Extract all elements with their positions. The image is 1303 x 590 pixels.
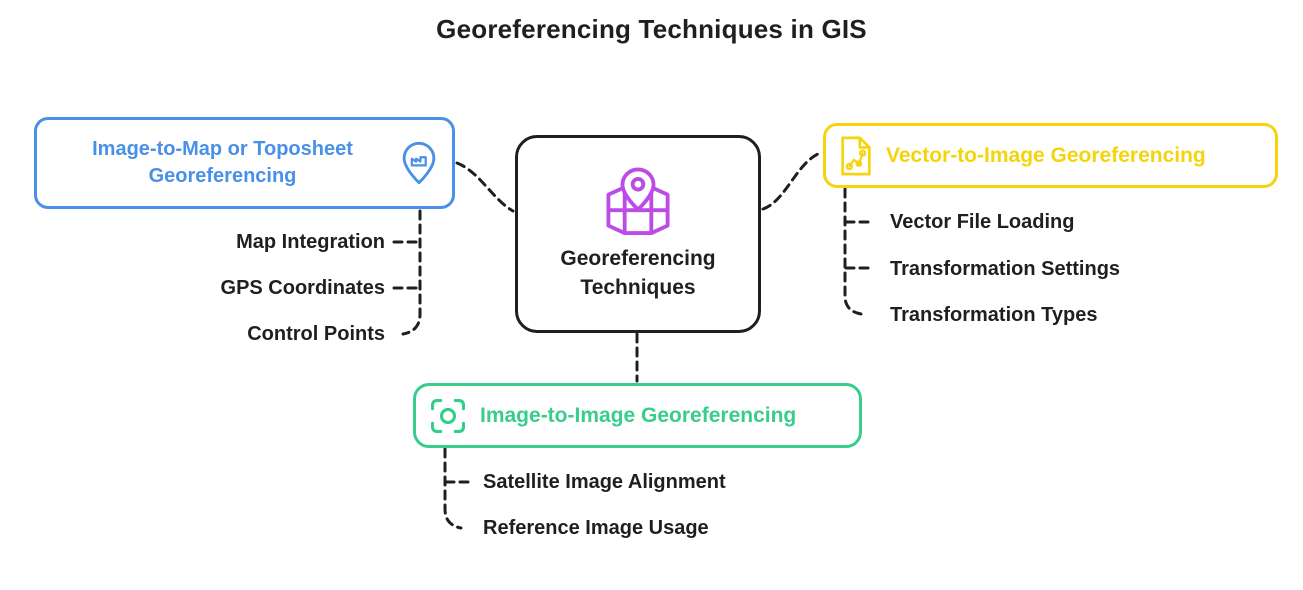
map-with-pin-icon: [601, 165, 675, 239]
connector-left-to-center: [455, 161, 515, 213]
center-node: Georeferencing Techniques: [515, 135, 761, 333]
diagram-title: Georeferencing Techniques in GIS: [436, 14, 867, 44]
child-control-points: Control Points: [247, 323, 385, 345]
branch-node-label: Image-to-Image Georeferencing: [480, 403, 797, 427]
connector-left-rail: [401, 209, 422, 336]
focus-frame-icon: [428, 396, 468, 436]
child-vector-file-loading: Vector File Loading: [890, 211, 1075, 233]
branch-node-image-to-map: Image-to-Map or Toposheet Georeferencing: [34, 117, 455, 209]
child-gps-coordinates: GPS Coordinates: [220, 277, 385, 299]
child-satellite-image-alignment: Satellite Image Alignment: [483, 471, 726, 493]
child-reference-image-usage: Reference Image Usage: [483, 517, 709, 539]
child-transformation-types: Transformation Types: [890, 304, 1098, 326]
child-transformation-settings: Transformation Settings: [890, 258, 1121, 280]
connector-bottom-rail: [443, 447, 463, 530]
center-node-label: Georeferencing Techniques: [560, 247, 716, 299]
map-pin-marker-icon: [394, 140, 444, 186]
vector-file-icon: [838, 135, 874, 177]
branch-node-label: Vector-to-Image Georeferencing: [886, 143, 1206, 167]
branch-node-image-to-image: Image-to-Image Georeferencing: [413, 383, 862, 448]
child-map-integration: Map Integration: [236, 231, 385, 253]
branch-node-label: Image-to-Map or Toposheet Georeferencing: [92, 138, 353, 187]
connector-center-to-right: [761, 151, 822, 211]
branch-node-vector-to-image: Vector-to-Image Georeferencing: [823, 123, 1278, 188]
connector-right-rail: [843, 187, 863, 316]
